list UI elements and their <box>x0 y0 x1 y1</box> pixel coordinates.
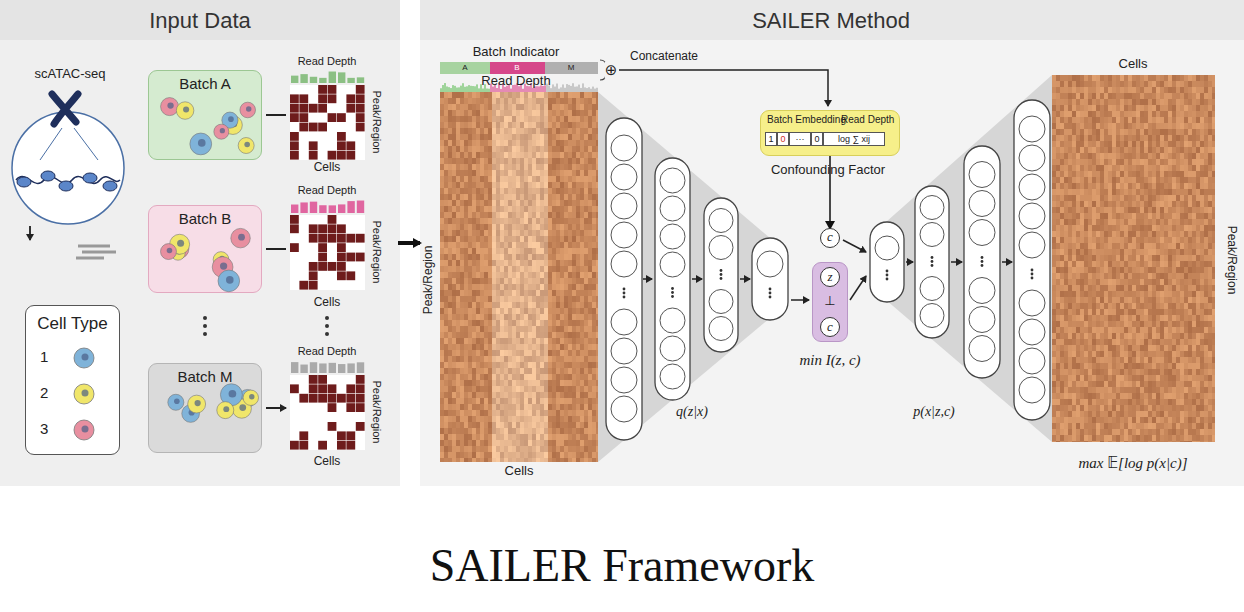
node-text: z <box>820 267 840 287</box>
encoder-shade <box>598 92 770 462</box>
node-text: 2 <box>40 384 48 401</box>
network-layers <box>606 100 1050 440</box>
text-label: max 𝔼[log p(x|c)] <box>1078 455 1187 472</box>
cell-type-box: Cell Type 1 2 3 <box>25 305 120 455</box>
node-text: Batch Embedding <box>767 114 846 126</box>
vector-cell: 1 <box>765 132 777 146</box>
text-label: M <box>568 64 575 73</box>
text-label: A <box>462 64 467 73</box>
independence-box: z ⊥ c <box>812 262 848 342</box>
batch-box: Batch A <box>148 70 262 160</box>
panel-header-ground <box>0 0 400 40</box>
matrix-texture <box>290 72 1215 462</box>
axis-label: Peak/Region <box>371 91 383 154</box>
panel-header-ground <box>420 0 1244 40</box>
node-text: Input Data <box>2 8 398 33</box>
node-text: 1 <box>40 348 48 365</box>
text-label: Cells <box>314 296 341 309</box>
axis-label: Peak/Region <box>1224 226 1237 295</box>
text-label: Confounding Factor <box>771 163 885 177</box>
batch-bar-a <box>440 62 490 74</box>
node-text: Batch B <box>149 210 261 227</box>
text-label: Read Depth <box>298 184 357 196</box>
text-label: Read Depth <box>298 345 357 357</box>
node-text: Cell Type <box>26 314 119 334</box>
text-label: Cells <box>505 464 534 478</box>
text-label: p(x|z,c) <box>913 404 955 419</box>
batch-box: Batch B <box>148 205 262 293</box>
text-label: scATAC-seq <box>34 67 105 81</box>
vector-cell: 0 <box>777 132 789 146</box>
text-label: B <box>514 64 519 73</box>
node-text: c <box>820 317 840 337</box>
text-label: Batch Indicator <box>473 45 560 59</box>
text-label: Cells <box>1119 57 1148 71</box>
caption: SAILER Framework <box>430 541 815 592</box>
text-label: Read Depth <box>481 74 550 88</box>
vector-cell: ··· <box>789 132 811 146</box>
axis-label: Peak/Region <box>371 221 383 284</box>
node-text: Batch A <box>149 75 261 92</box>
text-label: Read Depth <box>298 55 357 67</box>
node-text: ⊥ <box>813 294 847 309</box>
vector-cell: log ∑ xij <box>823 132 885 146</box>
axis-label: Peak/Region <box>422 246 435 315</box>
vertical-ellipsis <box>203 316 329 336</box>
text-label: Cells <box>314 455 341 468</box>
batch-bar-m <box>545 62 598 74</box>
text-label: min I(z, c) <box>799 352 860 369</box>
connector <box>398 241 420 245</box>
node-text: SAILER Method <box>420 8 1242 33</box>
decoder-shade <box>886 75 1052 442</box>
node-text: c <box>821 230 839 245</box>
node-text: Batch M <box>149 368 261 385</box>
text-label: ⊕ <box>605 62 618 79</box>
node-text: Read Depth <box>841 114 894 126</box>
text-label: Concatenate <box>630 50 698 63</box>
dna-illustration <box>12 94 124 258</box>
vector-cell: 0 <box>811 132 823 146</box>
panel-ground <box>420 0 1244 486</box>
text-label: Cells <box>314 161 341 174</box>
batch-bar-b <box>490 62 545 74</box>
axis-label: Peak/Region <box>371 381 383 444</box>
panel-ground <box>0 0 400 486</box>
concat-wire <box>619 70 828 106</box>
node-text: 3 <box>40 420 48 437</box>
text-label: q(z|x) <box>676 404 708 419</box>
small-arrow <box>266 115 286 408</box>
batch-box: Batch M <box>148 363 262 453</box>
confounder-circle: c <box>820 228 840 248</box>
